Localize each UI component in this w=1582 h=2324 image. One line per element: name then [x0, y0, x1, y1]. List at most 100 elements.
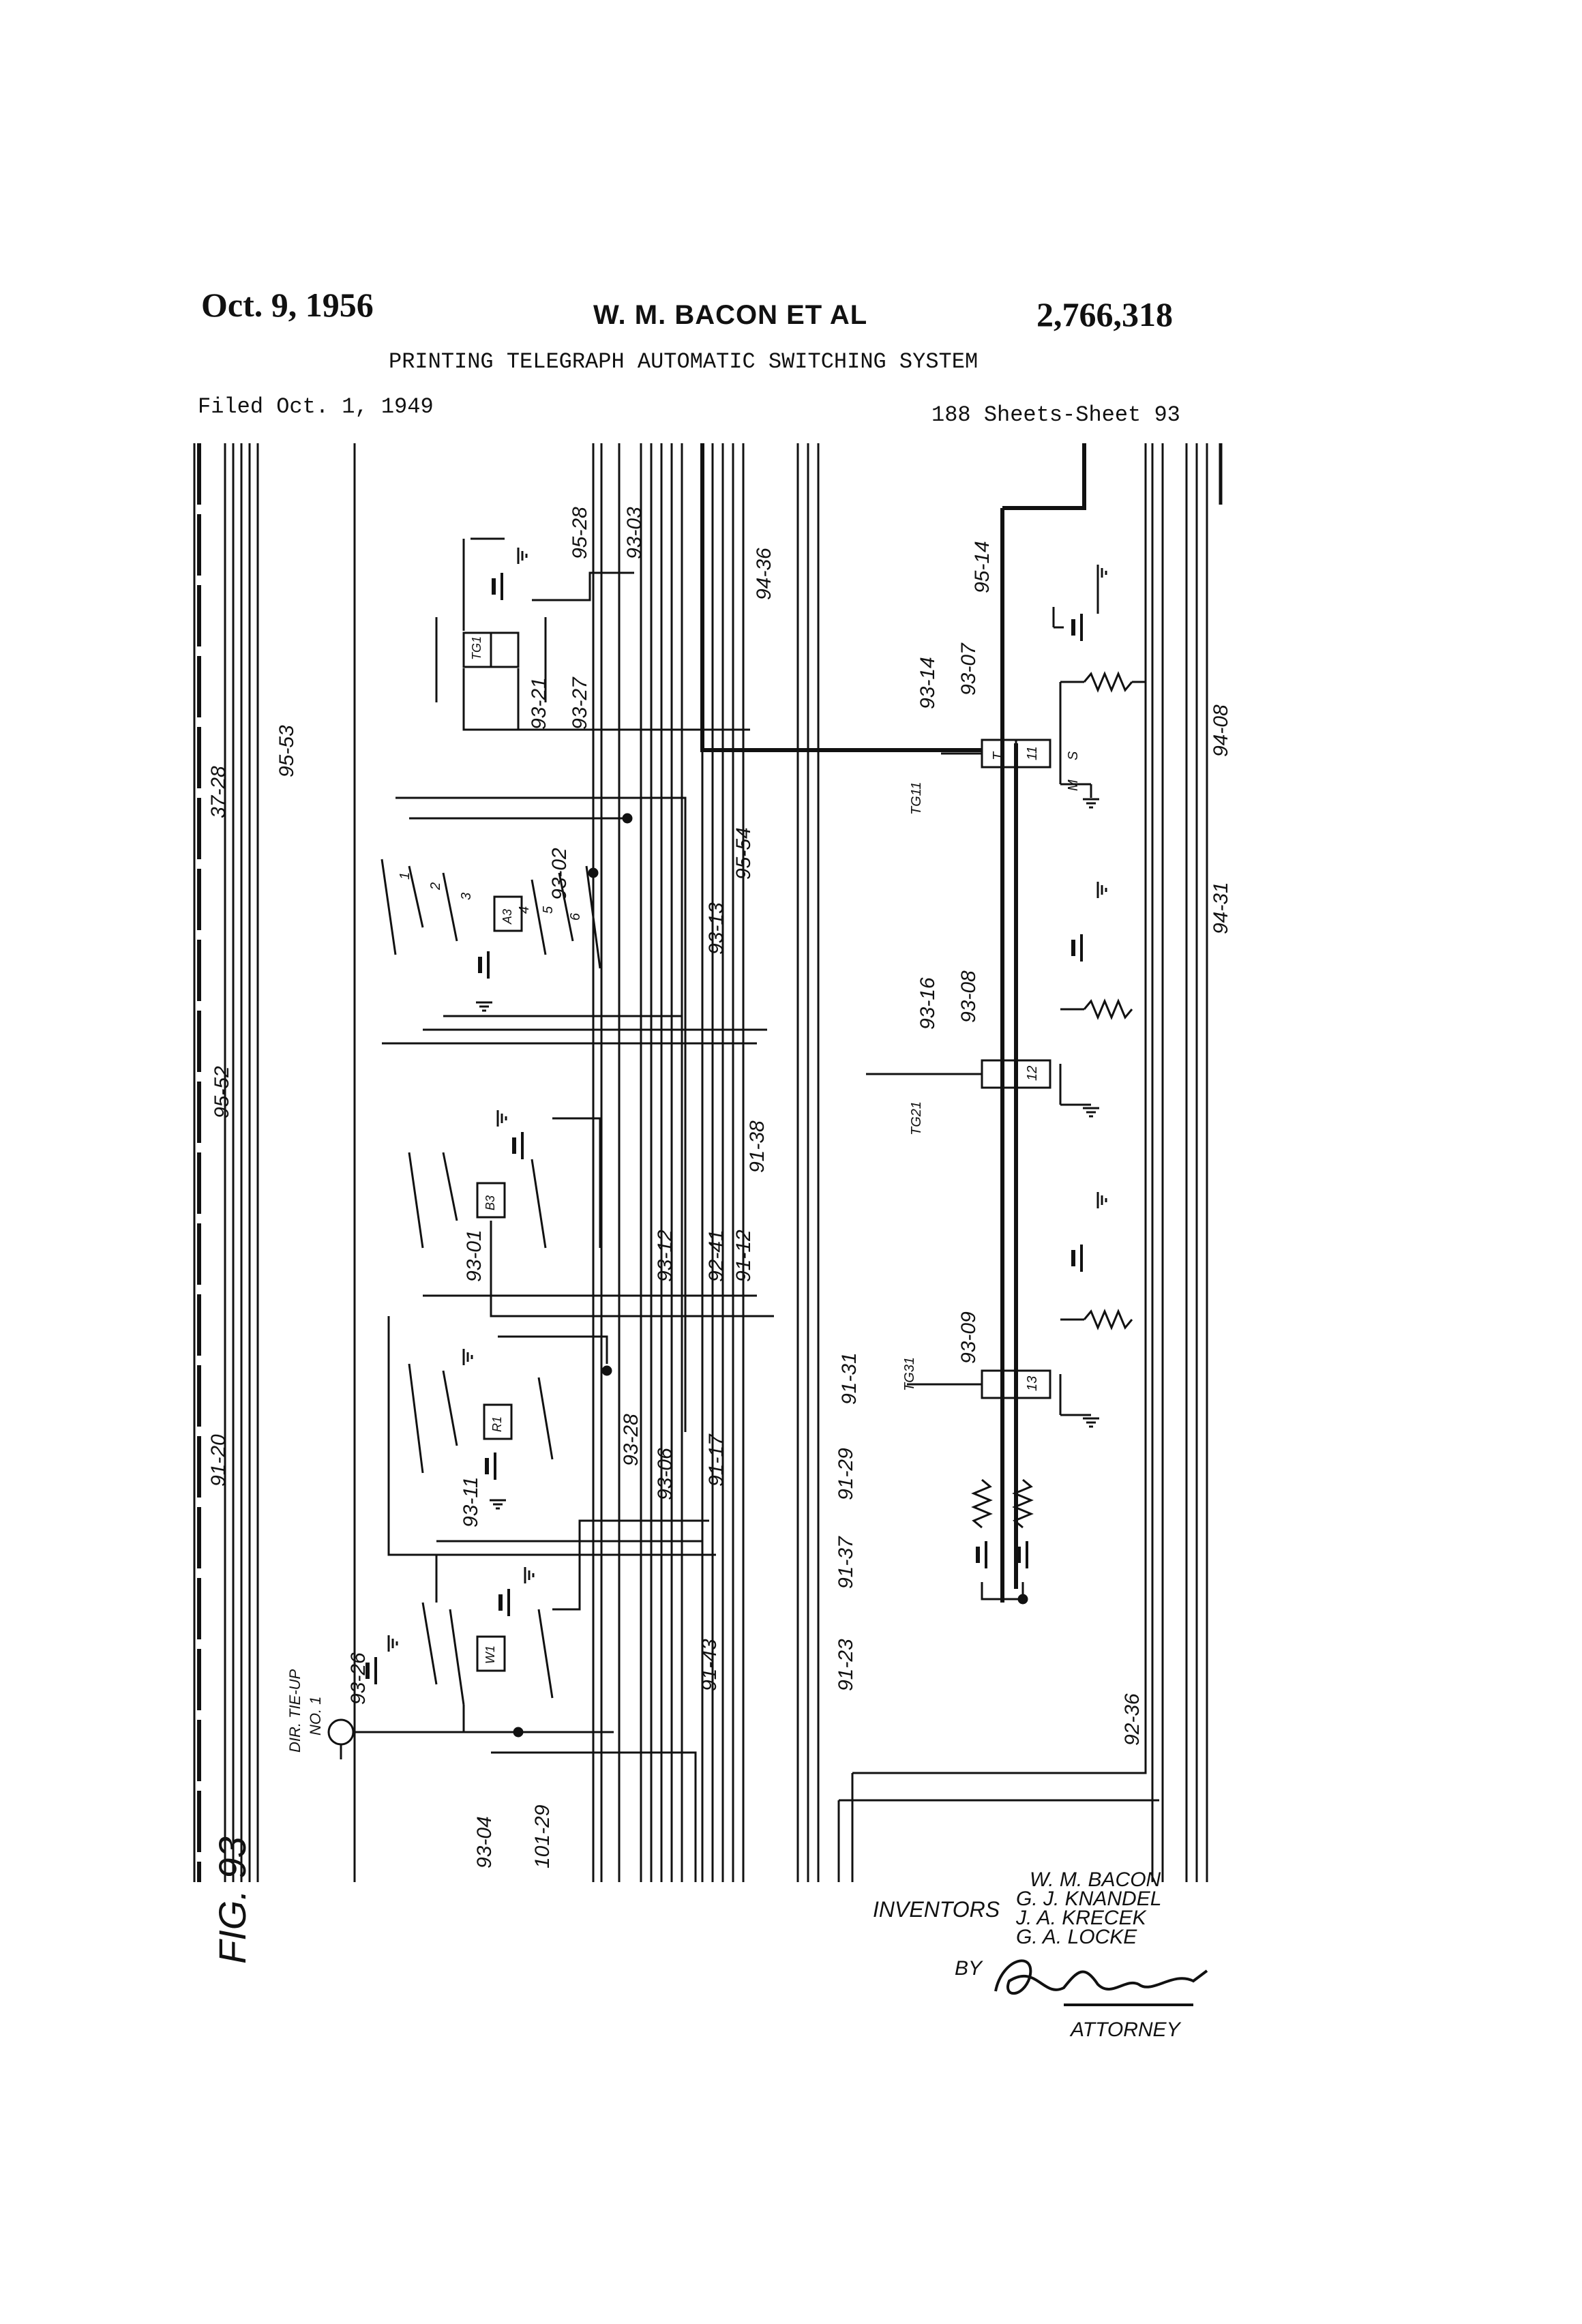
wire-label: 91-20 [207, 1434, 230, 1487]
contact-2 [442, 1370, 458, 1446]
tg21-relay-12 [1015, 1059, 1051, 1089]
wire-label: 93-09 [957, 1311, 980, 1364]
component-label: DIR. TIE-UP [286, 1669, 303, 1753]
wire-94-36 [700, 443, 982, 752]
wire-label: 37-28 [207, 766, 230, 818]
attorney-label: ATTORNEY [1071, 2018, 1180, 2041]
component-label: W1 [483, 1645, 497, 1664]
wire-label: 95-53 [275, 725, 298, 777]
contact-2 [449, 1609, 465, 1705]
wire-label: 93-04 [473, 1816, 496, 1868]
dir-tie-up-lamp [327, 1718, 355, 1746]
wire-label: 93-27 [569, 676, 591, 730]
wire-95-14-top [1002, 443, 1086, 510]
diagram-labels: 37-28 95-53 95-52 91-20 95-28 93-03 93-2… [207, 507, 1232, 1868]
wire-label: 91-43 [698, 1639, 721, 1691]
figure-label: FIG. 93 [211, 1836, 254, 1964]
component-label: A3 [501, 909, 514, 925]
wire-label: 93-01 [463, 1230, 486, 1282]
wire-label: 94-31 [1210, 882, 1232, 934]
wire-label: 101-29 [531, 1804, 554, 1868]
contact-4 [537, 1609, 554, 1699]
component-label: 11 [1025, 746, 1040, 760]
contact-number: 3 [459, 893, 474, 900]
wire-label: 93-28 [620, 1414, 642, 1466]
wire-label: 93-13 [705, 902, 728, 955]
component-label: T [991, 751, 1006, 760]
contact-6 [585, 865, 601, 969]
contact-number: 6 [568, 912, 583, 921]
wire-label: 93-11 [460, 1476, 482, 1528]
wire-label: 92-41 [705, 1230, 728, 1282]
component-label: TG11 [909, 781, 924, 815]
wire-label: 91-23 [835, 1639, 857, 1691]
heavy-wires [700, 443, 1086, 1603]
component-label: NO. 1 [307, 1697, 324, 1735]
tg-relay-column [866, 563, 1146, 1605]
wire-label: 93-14 [916, 657, 939, 709]
component-label: 13 [1025, 1376, 1040, 1391]
contact-3 [442, 872, 458, 942]
patent-number: 2,766,318 [1036, 295, 1173, 333]
relay-a3 [493, 895, 523, 932]
inventor-line: W. M. BACON ET AL [593, 300, 868, 330]
wire-label: 93-08 [957, 970, 980, 1023]
attorney-signature [994, 1959, 1208, 2006]
wire-label: 95-14 [971, 541, 994, 593]
relay-w1 [476, 1635, 506, 1672]
contact-1 [408, 1152, 424, 1249]
component-label: M [1066, 779, 1081, 791]
by-label: BY [955, 1957, 983, 1980]
wire-label: 93-12 [654, 1230, 676, 1282]
patent-date: Oct. 9, 1956 [201, 286, 374, 324]
tg21-relay-t [981, 1059, 1017, 1089]
wire-label: 93-26 [347, 1652, 370, 1705]
wire-label: 93-16 [916, 977, 939, 1030]
inventor-name-2: G. J. KNANDEL [1016, 1888, 1162, 1910]
component-label: TG31 [902, 1357, 917, 1391]
component-label: TG1 [470, 636, 483, 660]
contact-2 [408, 865, 424, 928]
contact-number: 4 [517, 906, 532, 914]
sheet-count: 188 Sheets-Sheet 93 [931, 402, 1180, 428]
contact-number: 1 [398, 872, 413, 880]
wire-label: 91-29 [835, 1448, 857, 1500]
wire-label: 94-08 [1210, 704, 1232, 757]
contact-number: 2 [428, 882, 443, 891]
contact-4 [531, 879, 547, 955]
patent-title: PRINTING TELEGRAPH AUTOMATIC SWITCHING S… [389, 349, 979, 374]
inventors-label: INVENTORS [873, 1897, 1000, 1922]
tg31-relay-13 [1015, 1369, 1051, 1399]
inventor-name-3: J. A. KRECEK [1016, 1907, 1146, 1929]
inventor-name-4: G. A. LOCKE [1016, 1926, 1137, 1948]
contact-number: 5 [541, 906, 556, 914]
bus-lines [193, 443, 1223, 1882]
wire-label: 91-17 [705, 1433, 728, 1487]
wire-label: 93-06 [654, 1448, 676, 1500]
component-label: R1 [490, 1416, 504, 1432]
wire-label: 94-36 [753, 548, 775, 600]
contact-1 [421, 1602, 438, 1685]
component-label: S [1066, 751, 1081, 760]
wire-label: 91-31 [838, 1352, 861, 1405]
relay-b3 [476, 1182, 506, 1219]
contact-1 [408, 1363, 424, 1474]
wire-label: 93-03 [623, 507, 646, 559]
wire-label: 91-12 [732, 1230, 755, 1282]
contact-4 [531, 1159, 547, 1249]
inventor-name-1: W. M. BACON [1030, 1868, 1161, 1891]
wire-label: 91-38 [746, 1120, 768, 1173]
wire-label: 95-28 [569, 507, 591, 559]
tg31-relay-t [981, 1369, 1017, 1399]
contact-1 [380, 859, 397, 955]
wire-label: 92-36 [1121, 1693, 1144, 1746]
wire-label: 93-02 [548, 848, 571, 900]
component-label: B3 [483, 1195, 497, 1210]
tg11-relay-11 [1015, 739, 1051, 769]
wire-label: 93-21 [528, 677, 550, 730]
component-label: 12 [1025, 1066, 1040, 1081]
wire-label: 95-54 [732, 827, 755, 880]
contact-4 [537, 1377, 554, 1460]
relay-tg1-b [490, 631, 520, 668]
